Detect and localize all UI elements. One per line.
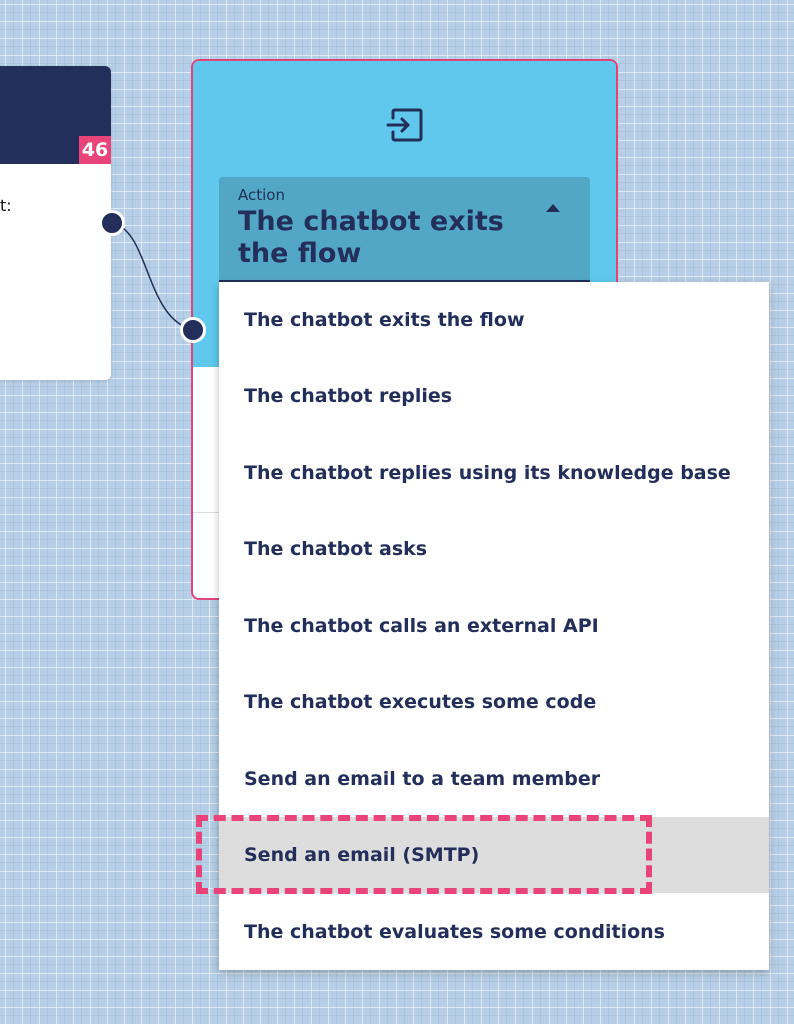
- previous-node-header: 46: [0, 66, 111, 164]
- dropdown-option[interactable]: The chatbot asks: [244, 538, 428, 560]
- action-select-label: Action: [238, 186, 285, 204]
- action-dropdown-menu: The chatbot exits the flow The chatbot r…: [219, 282, 769, 970]
- previous-node-text: t:: [0, 196, 12, 215]
- dropdown-option[interactable]: The chatbot replies using its knowledge …: [244, 462, 731, 484]
- action-select-value: The chatbot exits the flow: [238, 206, 504, 269]
- dropdown-option[interactable]: The chatbot evaluates some conditions: [244, 921, 665, 943]
- dropdown-option[interactable]: The chatbot executes some code: [244, 691, 597, 713]
- exit-icon: [386, 108, 423, 142]
- dropdown-option[interactable]: The chatbot replies: [244, 385, 453, 407]
- dropdown-option-highlighted[interactable]: Send an email (SMTP): [219, 817, 769, 893]
- output-port[interactable]: [99, 210, 125, 236]
- dropdown-option[interactable]: The chatbot calls an external API: [244, 615, 599, 637]
- input-port[interactable]: [180, 317, 206, 343]
- action-select[interactable]: Action The chatbot exits the flow: [219, 177, 590, 283]
- caret-up-icon[interactable]: [546, 204, 560, 212]
- node-number-badge: 46: [79, 136, 111, 164]
- previous-node-card[interactable]: 46 t:: [0, 66, 111, 380]
- dropdown-option[interactable]: Send an email to a team member: [244, 768, 601, 790]
- dropdown-option[interactable]: The chatbot exits the flow: [244, 309, 525, 331]
